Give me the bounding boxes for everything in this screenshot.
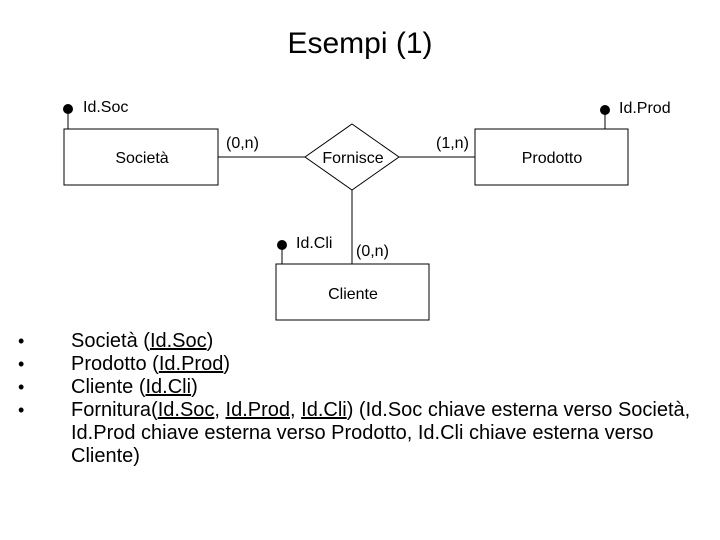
list-item: Prodotto (Id.Prod) (18, 353, 698, 376)
attribute-id-cli-label: Id.Cli (296, 235, 332, 252)
entity-prodotto: Prodotto (474, 128, 629, 186)
list-item: Fornitura(Id.Soc, Id.Prod, Id.Cli) (Id.S… (18, 399, 698, 468)
list-item: Società (Id.Soc) (18, 330, 698, 353)
primary-key: Id.Prod (158, 353, 224, 375)
entity-societa: Società (63, 128, 219, 186)
cardinality-prodotto: (1,n) (436, 135, 469, 152)
entity-cliente-label: Cliente (328, 286, 378, 303)
page-title: Esempi (1) (287, 27, 433, 60)
attribute-id-prod-label: Id.Prod (619, 100, 671, 117)
attribute-id-prod: Id.Prod (600, 100, 671, 129)
cardinality-societa: (0,n) (226, 135, 259, 152)
attribute-id-soc: Id.Soc (63, 99, 128, 129)
relationship-fornisce-label: Fornisce (322, 150, 383, 167)
primary-key: Id.Cli (145, 376, 192, 398)
entity-prodotto-box (474, 128, 629, 186)
primary-key: Id.Prod (225, 399, 291, 421)
key-attribute-dot (63, 104, 73, 114)
attribute-id-cli: Id.Cli (277, 235, 332, 264)
entity-cliente: Cliente (275, 263, 430, 321)
attribute-id-soc-label: Id.Soc (83, 99, 128, 116)
primary-key: Id.Soc (149, 330, 207, 352)
primary-key: Id.Soc (157, 399, 215, 421)
cardinality-cliente: (0,n) (356, 243, 389, 260)
relationship-fornisce: Fornisce (304, 123, 400, 191)
entity-prodotto-label: Prodotto (522, 150, 583, 167)
list-item: Cliente (Id.Cli) (18, 376, 698, 399)
primary-key: Id.Cli (301, 399, 347, 421)
key-attribute-dot (277, 240, 287, 250)
entity-societa-label: Società (115, 150, 168, 167)
entity-cliente-box (275, 263, 430, 321)
key-attribute-dot (600, 105, 610, 115)
relationship-fornisce-diamond (304, 123, 400, 191)
er-diagram: Società Id.Soc Prodotto Id.Prod Fornisce… (63, 99, 671, 321)
relational-schema-list: Società (Id.Soc) Prodotto (Id.Prod) Clie… (18, 330, 698, 468)
entity-societa-box (63, 128, 219, 186)
